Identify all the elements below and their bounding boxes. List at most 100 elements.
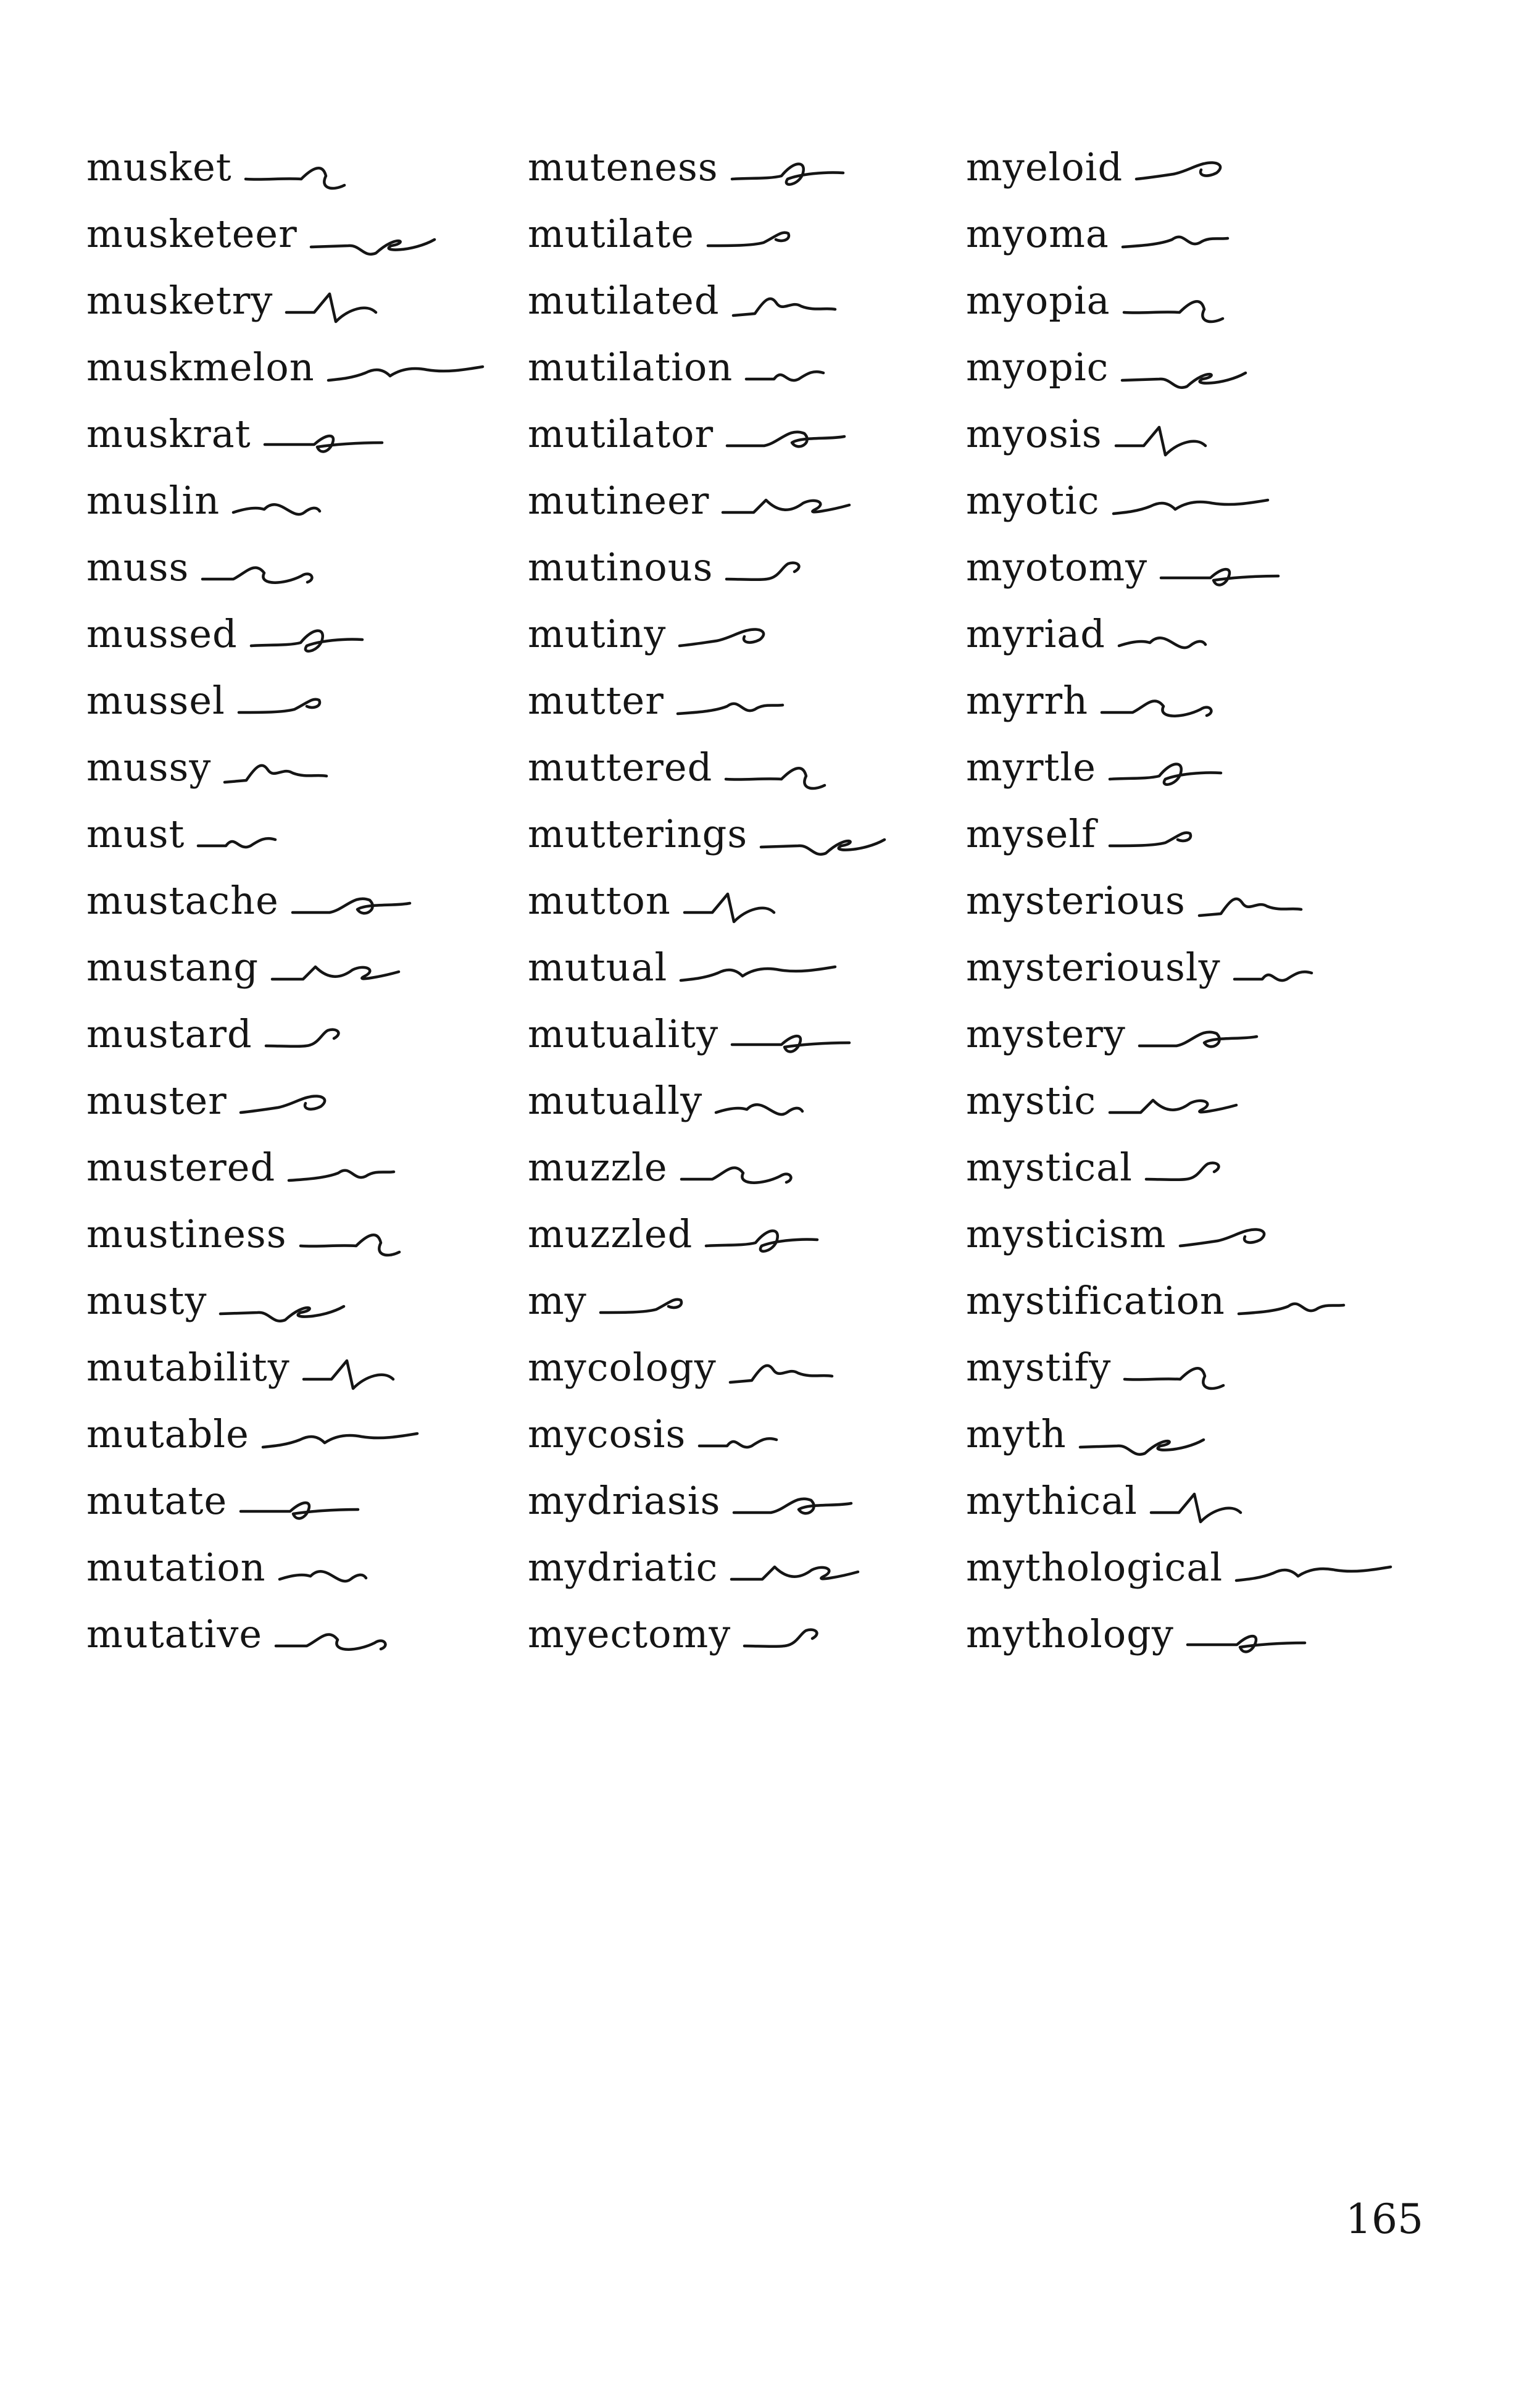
shorthand-outline — [1122, 300, 1225, 324]
entry-word: musty — [86, 1278, 207, 1323]
shorthand-outline — [1144, 1161, 1220, 1182]
entry-word: mystification — [966, 1278, 1225, 1323]
entry-word: mutinous — [528, 545, 714, 590]
entry-word: mutation — [86, 1545, 266, 1590]
entry-word: mydriasis — [528, 1478, 721, 1523]
entry-word: musket — [86, 144, 232, 190]
dictionary-entry: mutilate — [528, 209, 972, 275]
dictionary-entry: muskmelon — [86, 342, 531, 409]
shorthand-outline — [1186, 1634, 1307, 1653]
shorthand-outline — [270, 965, 401, 981]
shorthand-outline — [1197, 897, 1303, 917]
dictionary-entry: myself — [966, 809, 1410, 875]
entry-word: musketeer — [86, 211, 298, 256]
entry-word: myopic — [966, 344, 1109, 390]
dictionary-entry: musket — [86, 142, 531, 209]
entry-word: mutilation — [528, 344, 733, 390]
entry-word: mutable — [86, 1411, 249, 1456]
dictionary-entry: myosis — [966, 409, 1410, 475]
entry-word: mysteriously — [966, 945, 1221, 990]
shorthand-outline — [1108, 762, 1223, 786]
entry-word: mutual — [528, 945, 668, 990]
dictionary-entry: mystification — [966, 1276, 1410, 1342]
dictionary-entry: myopia — [966, 275, 1410, 342]
dictionary-entry: mutually — [528, 1075, 972, 1142]
shorthand-outline — [278, 1570, 368, 1583]
dictionary-entry: mutinous — [528, 542, 972, 609]
entry-word: mystery — [966, 1011, 1126, 1056]
entry-word: myotic — [966, 478, 1100, 523]
entry-word: mustang — [86, 945, 259, 990]
shorthand-outline — [721, 498, 851, 514]
dictionary-entry: mutable — [86, 1409, 531, 1476]
shorthand-outline — [219, 1305, 346, 1322]
shorthand-outline — [299, 1234, 401, 1257]
shorthand-outline — [1078, 1438, 1205, 1456]
entry-word: my — [528, 1278, 587, 1323]
entry-word: muzzled — [528, 1211, 693, 1256]
dictionary-entry: mutation — [86, 1542, 531, 1609]
entry-word: mutuality — [528, 1011, 719, 1056]
shorthand-outline — [1233, 970, 1313, 982]
dictionary-entry: mysteriously — [966, 942, 1410, 1009]
dictionary-entry: musketeer — [86, 209, 531, 275]
shorthand-outline — [1123, 1367, 1225, 1390]
shorthand-outline — [237, 698, 322, 714]
shorthand-outline — [680, 1166, 793, 1184]
shorthand-outline — [1117, 637, 1207, 649]
shorthand-outline — [728, 1364, 834, 1384]
entry-word: mutually — [528, 1078, 703, 1123]
entry-word: myriad — [966, 611, 1105, 656]
dictionary-entry: mustiness — [86, 1209, 531, 1276]
shorthand-outline — [724, 767, 826, 790]
dictionary-entry: mysterious — [966, 875, 1410, 942]
dictionary-entry: myopic — [966, 342, 1410, 409]
dictionary-entry: myrtle — [966, 742, 1410, 809]
entry-word: myoma — [966, 211, 1109, 256]
shorthand-outline — [725, 430, 846, 448]
dictionary-entry: muttered — [528, 742, 972, 809]
dictionary-entry: myotomy — [966, 542, 1410, 609]
dictionary-entry: muzzled — [528, 1209, 972, 1276]
shorthand-outline — [730, 162, 845, 186]
shorthand-outline — [263, 434, 384, 453]
entry-word: muteness — [528, 144, 718, 190]
dictionary-entry: mussy — [86, 742, 531, 809]
dictionary-entry: mutiny — [528, 609, 972, 675]
shorthand-outline — [1149, 1492, 1242, 1524]
entry-word: mussel — [86, 678, 225, 723]
entry-word: muzzle — [528, 1145, 668, 1190]
dictionary-entry: mydriasis — [528, 1476, 972, 1542]
entry-word: myself — [966, 811, 1097, 856]
shorthand-outline — [731, 297, 837, 317]
shorthand-outline — [287, 1169, 396, 1182]
entry-word: mythical — [966, 1478, 1138, 1523]
entry-word: mussy — [86, 745, 212, 790]
entry-word: myopia — [966, 278, 1110, 323]
shorthand-outline — [1112, 498, 1270, 516]
entry-word: must — [86, 811, 185, 856]
dictionary-entry: mutuality — [528, 1009, 972, 1075]
dictionary-entry: myeloid — [966, 142, 1410, 209]
entry-word: mycosis — [528, 1411, 686, 1456]
shorthand-outline — [201, 566, 314, 584]
shorthand-outline — [714, 1103, 804, 1116]
dictionary-entry: mutual — [528, 942, 972, 1009]
dictionary-entry: mutton — [528, 875, 972, 942]
entry-word: myosis — [966, 411, 1102, 456]
entry-word: muslin — [86, 478, 220, 523]
shorthand-outline — [676, 702, 785, 716]
entry-word: mystic — [966, 1078, 1097, 1123]
shorthand-outline — [759, 838, 886, 856]
dictionary-entry: myrrh — [966, 675, 1410, 742]
shorthand-outline — [223, 764, 328, 784]
shorthand-outline — [678, 628, 765, 648]
dictionary-entry: myriad — [966, 609, 1410, 675]
dictionary-entry: mydriatic — [528, 1542, 972, 1609]
shorthand-outline — [1100, 699, 1213, 717]
entry-word: mustache — [86, 878, 279, 923]
entry-word: mysterious — [966, 878, 1186, 923]
shorthand-outline — [196, 837, 277, 849]
dictionary-entry: myoma — [966, 209, 1410, 275]
